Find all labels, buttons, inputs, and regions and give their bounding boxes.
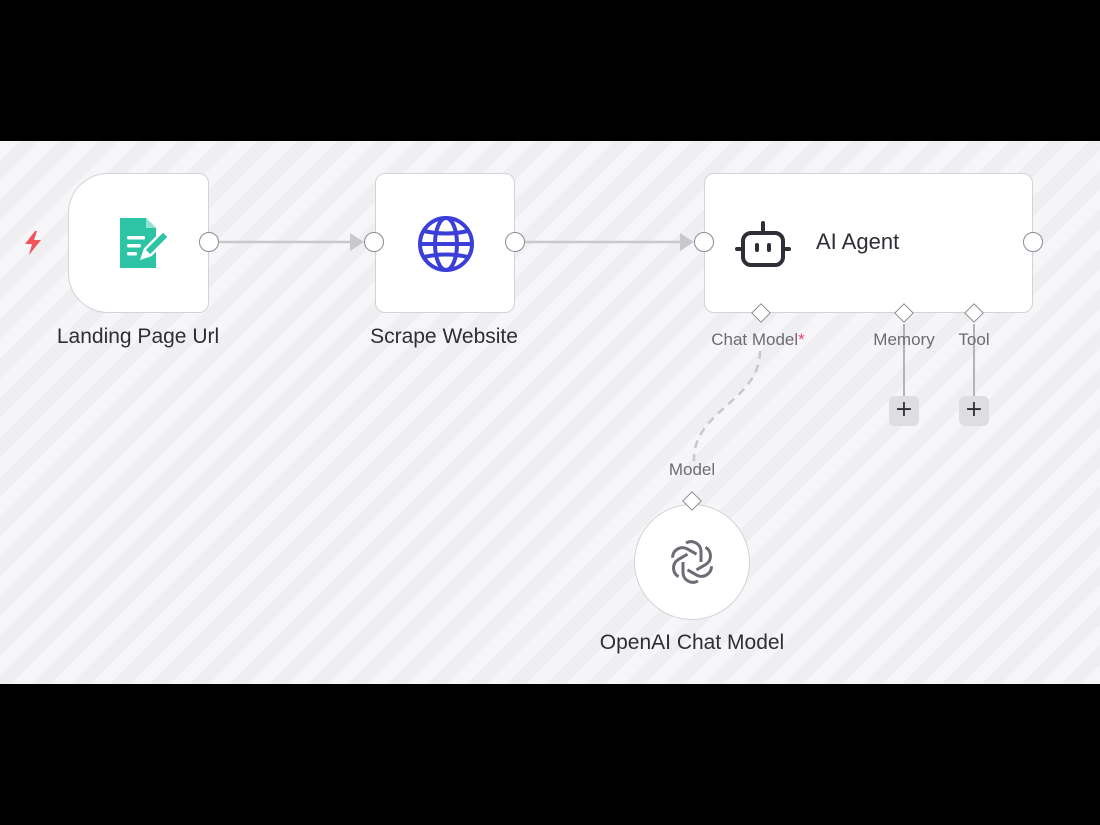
- node-scrape-website[interactable]: [375, 173, 515, 313]
- connection-chat-model: [692, 350, 762, 462]
- agent-input-port[interactable]: [694, 232, 714, 252]
- workflow-canvas[interactable]: Landing Page Url Scrape Website: [0, 141, 1100, 684]
- required-marker: *: [798, 330, 805, 349]
- robot-icon: [735, 221, 791, 267]
- connection-arrow-agent: [680, 233, 694, 251]
- node-openai-chat-model[interactable]: [634, 504, 750, 620]
- letterbox-bottom: [0, 684, 1100, 825]
- lightning-bolt-icon: [25, 231, 41, 255]
- globe-icon: [418, 216, 474, 272]
- letterbox-top: [0, 0, 1100, 141]
- agent-output-port[interactable]: [1023, 232, 1043, 252]
- chat-model-label: Chat Model*: [711, 330, 805, 349]
- scrape-input-port[interactable]: [364, 232, 384, 252]
- add-memory-button[interactable]: +: [889, 396, 919, 426]
- openai-icon: [671, 540, 713, 584]
- tool-label: Tool: [958, 330, 990, 349]
- node-label: Landing Page Url: [56, 325, 220, 348]
- connections-layer: [219, 233, 975, 462]
- node-ai-agent[interactable]: AI Agent: [704, 173, 1033, 313]
- node-title: AI Agent: [816, 229, 900, 254]
- trigger-output-port[interactable]: [199, 232, 219, 252]
- model-output-label: Model: [668, 460, 716, 479]
- form-edit-icon: [120, 218, 170, 268]
- add-tool-button[interactable]: +: [959, 396, 989, 426]
- connection-arrow-scrape: [350, 233, 364, 251]
- node-label: Scrape Website: [370, 325, 518, 348]
- node-label: OpenAI Chat Model: [599, 631, 785, 654]
- scrape-output-port[interactable]: [505, 232, 525, 252]
- memory-label: Memory: [873, 330, 935, 349]
- node-landing-page-url[interactable]: [68, 173, 209, 313]
